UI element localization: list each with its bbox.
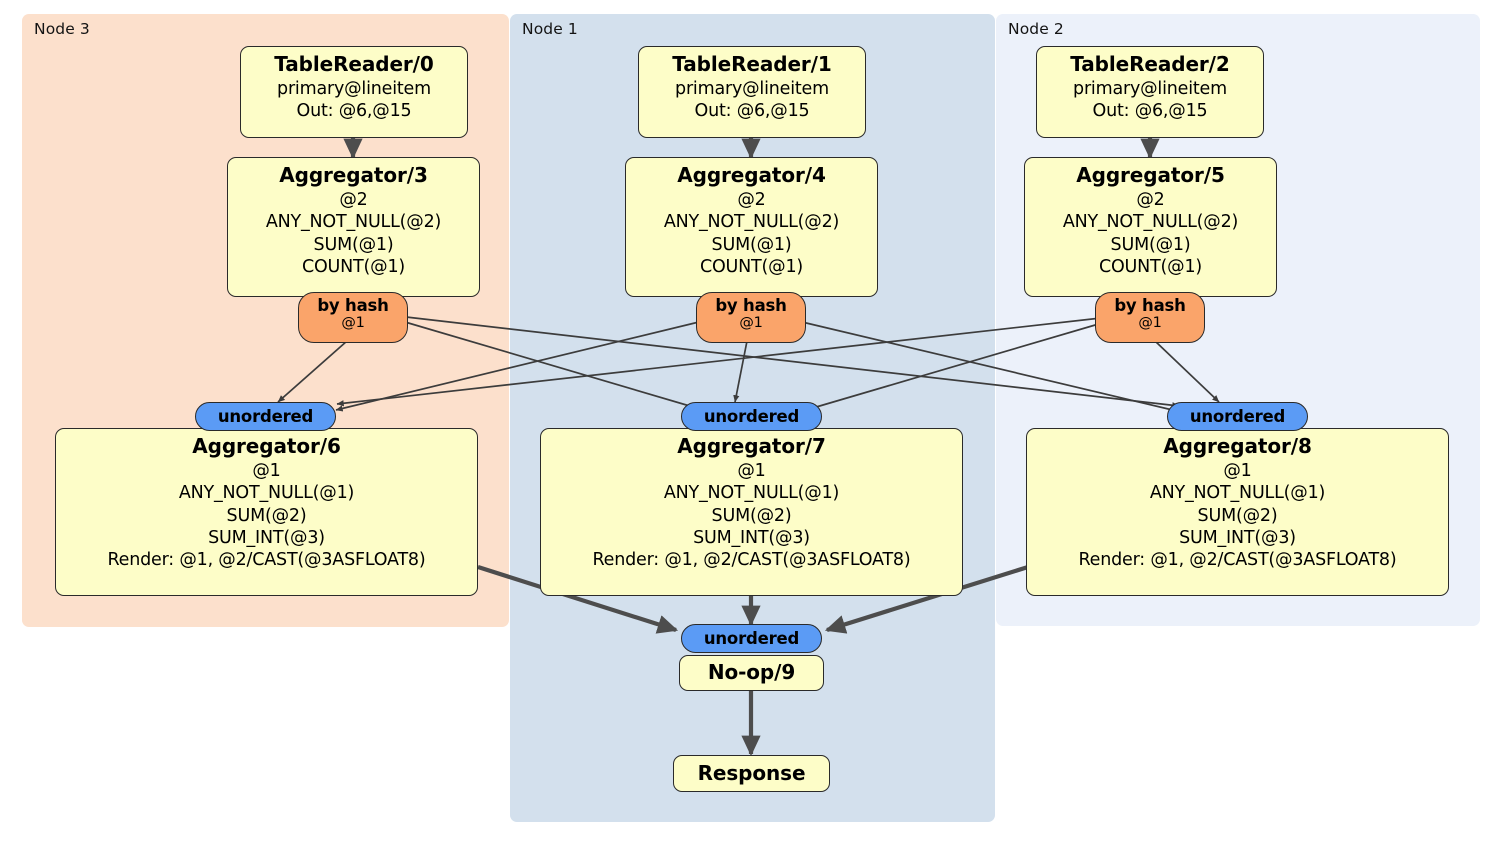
processor-title: Aggregator/6 bbox=[192, 434, 341, 458]
stream-label: unordered bbox=[217, 406, 314, 426]
processor-detail-line: ANY_NOT_NULL(@1) bbox=[1149, 483, 1326, 504]
stream-unordered-aggregator-8[interactable]: unordered bbox=[1167, 402, 1308, 431]
processor-detail-line: @2 bbox=[1136, 190, 1165, 211]
processor-detail-line: COUNT(@1) bbox=[301, 256, 406, 277]
processor-detail-line: ANY_NOT_NULL(@1) bbox=[178, 483, 355, 504]
processor-tablereader-2[interactable]: TableReader/2 primary@lineitem Out: @6,@… bbox=[1036, 46, 1264, 138]
router-label: by hash bbox=[1114, 296, 1186, 315]
processor-detail-line: @1 bbox=[252, 461, 281, 482]
processor-render-line: Render: @1, @2/CAST(@3ASFLOAT8) bbox=[107, 549, 426, 570]
processor-detail-line: Out: @6,@15 bbox=[296, 101, 412, 122]
processor-detail-line: @2 bbox=[737, 190, 766, 211]
processor-title: Aggregator/5 bbox=[1076, 163, 1225, 187]
processor-aggregator-8[interactable]: Aggregator/8 @1 ANY_NOT_NULL(@1) SUM(@2)… bbox=[1026, 428, 1449, 596]
processor-title: Aggregator/4 bbox=[677, 163, 826, 187]
processor-render-line: Render: @1, @2/CAST(@3ASFLOAT8) bbox=[592, 549, 911, 570]
processor-title: TableReader/0 bbox=[274, 52, 434, 76]
region-label-node-2: Node 2 bbox=[1008, 20, 1064, 38]
router-by-hash-aggregator-3[interactable]: by hash @1 bbox=[298, 292, 408, 343]
processor-detail-line: SUM(@1) bbox=[711, 234, 792, 255]
processor-detail-line: SUM(@2) bbox=[226, 505, 307, 526]
processor-response[interactable]: Response bbox=[673, 755, 830, 792]
processor-detail-line: SUM_INT(@3) bbox=[1179, 527, 1296, 548]
processor-title: TableReader/1 bbox=[672, 52, 832, 76]
stream-unordered-aggregator-7[interactable]: unordered bbox=[681, 402, 822, 431]
processor-detail-line: @2 bbox=[339, 190, 368, 211]
processor-title: TableReader/2 bbox=[1070, 52, 1230, 76]
processor-tablereader-1[interactable]: TableReader/1 primary@lineitem Out: @6,@… bbox=[638, 46, 866, 138]
stream-unordered-aggregator-6[interactable]: unordered bbox=[195, 402, 336, 431]
router-by-hash-aggregator-4[interactable]: by hash @1 bbox=[696, 292, 806, 343]
processor-detail-line: ANY_NOT_NULL(@2) bbox=[265, 212, 442, 233]
stream-label: unordered bbox=[703, 628, 800, 648]
processor-detail-line: SUM(@1) bbox=[1110, 234, 1191, 255]
processor-detail-line: primary@lineitem bbox=[277, 79, 431, 100]
processor-render-line: Render: @1, @2/CAST(@3ASFLOAT8) bbox=[1078, 549, 1397, 570]
processor-detail-line: Out: @6,@15 bbox=[694, 101, 810, 122]
processor-title: Response bbox=[697, 761, 806, 785]
processor-title: Aggregator/8 bbox=[1163, 434, 1312, 458]
processor-detail-line: @1 bbox=[737, 461, 766, 482]
processor-aggregator-5[interactable]: Aggregator/5 @2 ANY_NOT_NULL(@2) SUM(@1)… bbox=[1024, 157, 1277, 297]
processor-detail-line: ANY_NOT_NULL(@2) bbox=[1062, 212, 1239, 233]
router-label: by hash bbox=[715, 296, 787, 315]
processor-noop-9[interactable]: No-op/9 bbox=[679, 655, 824, 691]
router-label: by hash bbox=[317, 296, 389, 315]
processor-tablereader-0[interactable]: TableReader/0 primary@lineitem Out: @6,@… bbox=[240, 46, 468, 138]
processor-aggregator-6[interactable]: Aggregator/6 @1 ANY_NOT_NULL(@1) SUM(@2)… bbox=[55, 428, 478, 596]
processor-detail-line: COUNT(@1) bbox=[1098, 256, 1203, 277]
processor-detail-line: COUNT(@1) bbox=[699, 256, 804, 277]
stream-label: unordered bbox=[703, 406, 800, 426]
processor-aggregator-4[interactable]: Aggregator/4 @2 ANY_NOT_NULL(@2) SUM(@1)… bbox=[625, 157, 878, 297]
processor-title: Aggregator/3 bbox=[279, 163, 428, 187]
stream-label: unordered bbox=[1189, 406, 1286, 426]
processor-detail-line: SUM(@2) bbox=[1197, 505, 1278, 526]
processor-detail-line: SUM_INT(@3) bbox=[693, 527, 810, 548]
processor-aggregator-3[interactable]: Aggregator/3 @2 ANY_NOT_NULL(@2) SUM(@1)… bbox=[227, 157, 480, 297]
processor-title: No-op/9 bbox=[707, 660, 796, 684]
router-column: @1 bbox=[739, 315, 763, 332]
router-column: @1 bbox=[1138, 315, 1162, 332]
processor-aggregator-7[interactable]: Aggregator/7 @1 ANY_NOT_NULL(@1) SUM(@2)… bbox=[540, 428, 963, 596]
processor-detail-line: primary@lineitem bbox=[675, 79, 829, 100]
processor-detail-line: @1 bbox=[1223, 461, 1252, 482]
region-label-node-3: Node 3 bbox=[34, 20, 90, 38]
processor-detail-line: SUM_INT(@3) bbox=[208, 527, 325, 548]
processor-detail-line: primary@lineitem bbox=[1073, 79, 1227, 100]
processor-detail-line: ANY_NOT_NULL(@2) bbox=[663, 212, 840, 233]
processor-detail-line: Out: @6,@15 bbox=[1092, 101, 1208, 122]
stream-unordered-noop-9[interactable]: unordered bbox=[681, 624, 822, 653]
processor-detail-line: SUM(@2) bbox=[711, 505, 792, 526]
router-column: @1 bbox=[341, 315, 365, 332]
processor-detail-line: ANY_NOT_NULL(@1) bbox=[663, 483, 840, 504]
processor-title: Aggregator/7 bbox=[677, 434, 826, 458]
processor-detail-line: SUM(@1) bbox=[313, 234, 394, 255]
router-by-hash-aggregator-5[interactable]: by hash @1 bbox=[1095, 292, 1205, 343]
region-label-node-1: Node 1 bbox=[522, 20, 578, 38]
